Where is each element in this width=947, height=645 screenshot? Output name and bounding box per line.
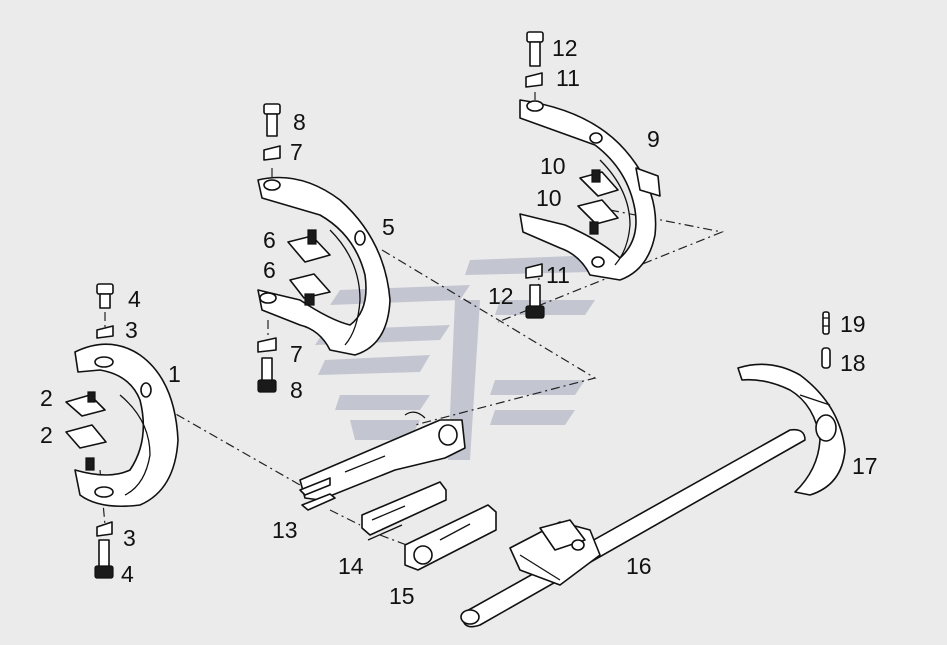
washer-11-top <box>525 72 543 88</box>
callout-4: 4 <box>128 286 141 312</box>
callout-8: 8 <box>290 377 303 403</box>
callout-7: 7 <box>290 341 303 367</box>
callout-labels: 1 2 2 3 3 4 4 5 6 6 7 7 8 8 9 10 10 11 1… <box>40 35 878 609</box>
callout-11: 11 <box>546 262 570 288</box>
callout-5: 5 <box>382 214 395 240</box>
washer-7-bottom <box>257 337 277 353</box>
callout-11: 11 <box>556 65 580 91</box>
callout-2: 2 <box>40 385 53 411</box>
shift-fork-5 <box>257 176 391 356</box>
callout-6: 6 <box>263 257 276 283</box>
shift-link-13 <box>299 411 466 511</box>
bolt-8-top <box>263 103 281 137</box>
callout-1: 1 <box>168 361 181 387</box>
callout-12: 12 <box>488 283 514 309</box>
bolt-4-bottom <box>94 539 114 579</box>
callout-4: 4 <box>121 561 134 587</box>
callout-12: 12 <box>552 35 578 61</box>
callout-18: 18 <box>840 350 866 376</box>
callout-2: 2 <box>40 422 53 448</box>
callout-10: 10 <box>536 185 562 211</box>
shift-fork-17 <box>737 363 846 496</box>
callout-10: 10 <box>540 153 566 179</box>
callout-15: 15 <box>389 583 415 609</box>
washer-3-bottom <box>96 521 113 537</box>
callout-19: 19 <box>840 311 866 337</box>
callout-13: 13 <box>272 517 298 543</box>
washer-3-top <box>96 325 114 339</box>
clip-plate-14 <box>361 481 447 541</box>
callout-16: 16 <box>626 553 652 579</box>
pin-18 <box>821 347 831 369</box>
washer-7-top <box>263 145 281 161</box>
shift-fork-1 <box>65 343 179 508</box>
callout-8: 8 <box>293 109 306 135</box>
bolt-8-bottom <box>257 357 277 393</box>
callout-3: 3 <box>123 525 136 551</box>
lock-plate-15 <box>404 504 497 571</box>
washer-11-bottom <box>525 263 543 279</box>
callout-9: 9 <box>647 126 660 152</box>
shift-fork-9 <box>519 99 661 281</box>
callout-6: 6 <box>263 227 276 253</box>
callout-14: 14 <box>338 553 364 579</box>
bolt-12-top <box>526 31 544 67</box>
bolt-4-top <box>96 283 114 309</box>
callout-17: 17 <box>852 453 878 479</box>
pin-19 <box>822 311 830 335</box>
watermark-logo <box>315 255 600 460</box>
bolt-12-bottom <box>525 284 545 319</box>
callout-7: 7 <box>290 139 303 165</box>
shift-shaft-16 <box>460 428 806 628</box>
callout-3: 3 <box>125 317 138 343</box>
